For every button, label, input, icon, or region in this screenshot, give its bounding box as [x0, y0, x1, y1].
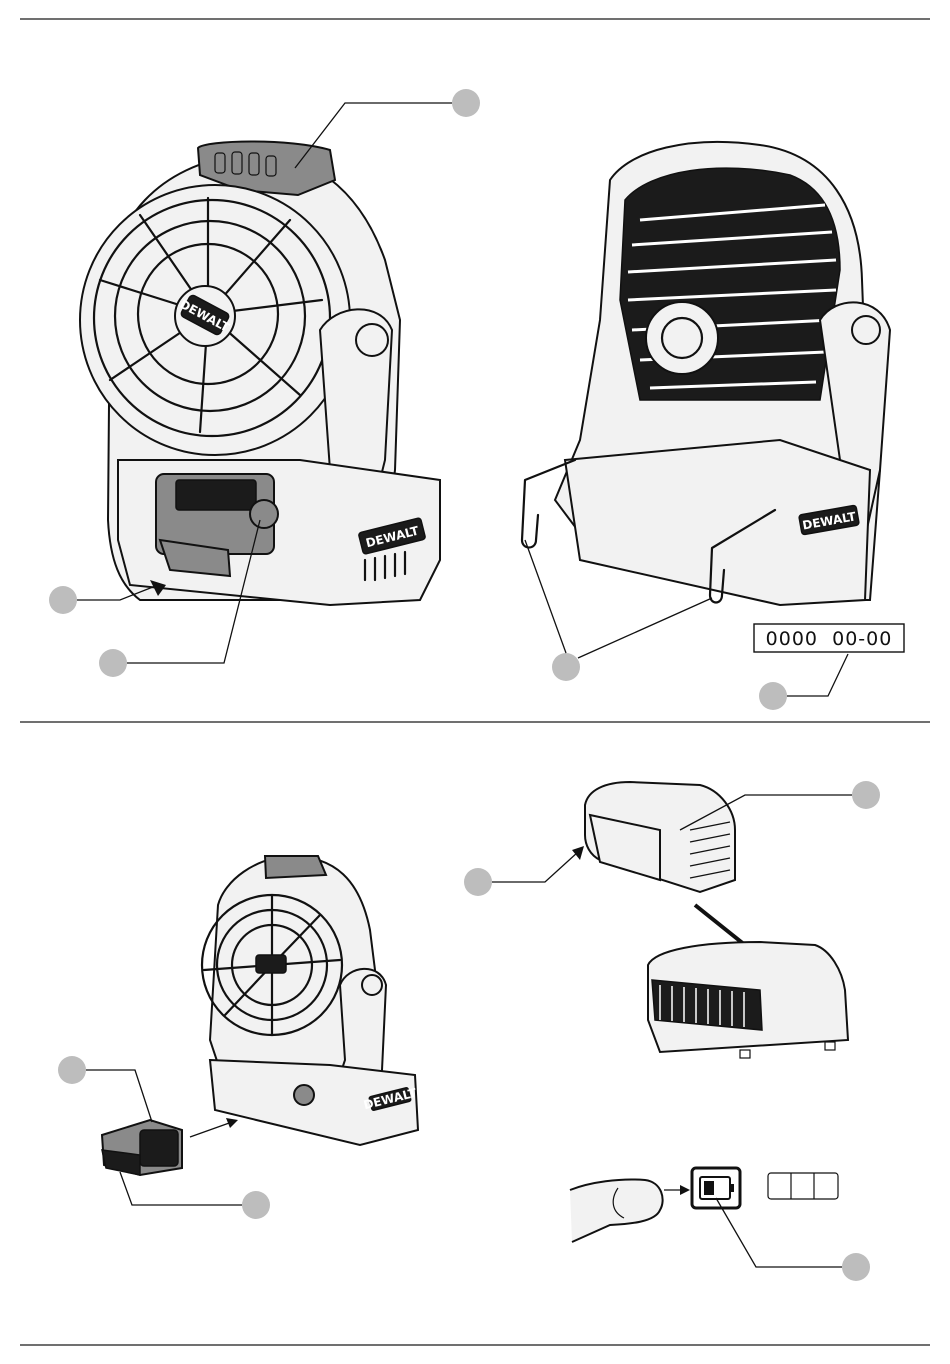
battery-level-icon-tip [730, 1184, 734, 1192]
leader-release-button [120, 1172, 242, 1205]
small-fan-hub [256, 955, 286, 973]
date-code-text: 0000 00-00 [766, 628, 893, 650]
leader-date-code [787, 654, 848, 696]
fan-front-view: DEWALT DEWALT [49, 89, 480, 677]
fan-battery-top [176, 480, 256, 510]
rear-grille [620, 168, 840, 400]
fan-pivot-knob [356, 324, 388, 356]
fan-rear-view-with-hooks: DEWALT 0000 00-00 [522, 142, 904, 710]
small-fan-pivot [362, 975, 382, 995]
callout-speed-knob [99, 649, 127, 677]
leader-battery-pack [86, 1070, 152, 1122]
callout-handle [452, 89, 480, 117]
callout-battery-pack [58, 1056, 86, 1084]
fuel-gauge [570, 1168, 870, 1281]
fan-battery-insertion: DEWALT [58, 856, 419, 1219]
loose-battery-face [140, 1130, 178, 1166]
speed-control-knob [250, 500, 278, 528]
callout-charger-battery [852, 781, 880, 809]
rear-motor-hub [646, 302, 718, 374]
gauge-press-arrow-head [680, 1185, 690, 1195]
small-fan-speed-knob [294, 1085, 314, 1105]
callout-hooks [552, 653, 580, 681]
loose-battery-release [102, 1150, 140, 1175]
insertion-arrow-line [190, 1122, 232, 1137]
fuel-gauge-leds [768, 1173, 838, 1199]
leader-hook-right [578, 598, 712, 658]
callout-release-button [242, 1191, 270, 1219]
callout-date-code [759, 682, 787, 710]
leader-battery-release-latch [492, 852, 578, 882]
battery-level-fill [704, 1181, 714, 1195]
battery-charger [464, 781, 880, 1058]
leader-hook-left [525, 540, 566, 653]
charger-foot-2 [825, 1042, 835, 1050]
callout-battery-release-latch [464, 868, 492, 896]
leader-arrow-release-latch [572, 846, 584, 860]
small-fan-handle [265, 856, 326, 878]
callout-battery-release [49, 586, 77, 614]
rear-pivot-knob [852, 316, 880, 344]
callout-fuel-gauge [842, 1253, 870, 1281]
charger-foot-1 [740, 1050, 750, 1058]
